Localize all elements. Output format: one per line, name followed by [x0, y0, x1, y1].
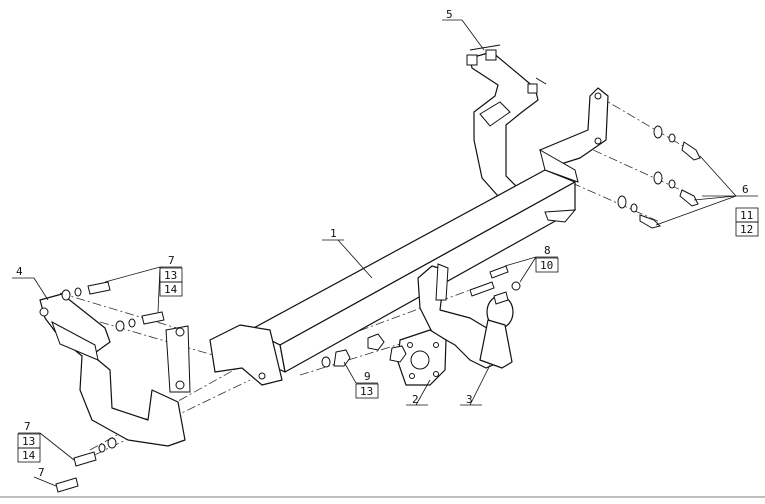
callout-11: 11: [740, 209, 753, 222]
callout-10: 10: [540, 259, 553, 272]
callout-3: 3: [466, 393, 473, 406]
callout-13-mid: 13: [360, 385, 373, 398]
callout-8: 8: [544, 244, 551, 257]
callout-7-lowest: 7: [38, 466, 45, 479]
callout-1: 1: [330, 227, 337, 240]
left-side-bracket: [39, 293, 283, 447]
callout-6: 6: [742, 183, 749, 196]
tow-ball-assembly: [397, 263, 514, 386]
callout-5: 5: [446, 8, 453, 21]
callout-13-bottom: 13: [22, 435, 35, 448]
callout-13-top: 13: [164, 269, 177, 282]
right-side-bracket: [466, 44, 609, 197]
callout-7-top: 7: [168, 254, 175, 267]
callout-14-top: 14: [164, 283, 178, 296]
callout-14-bottom: 14: [22, 449, 36, 462]
callout-7-bottom: 7: [24, 420, 31, 433]
callout-12: 12: [740, 223, 753, 236]
callout-9: 9: [364, 370, 371, 383]
callout-labels: 1 2 3 4 5 6 11 12 7 13 14 8 10 9 13 7 13…: [16, 8, 753, 479]
fasteners: [55, 125, 701, 493]
callout-2: 2: [412, 393, 419, 406]
callout-4: 4: [16, 265, 23, 278]
leader-lines: [12, 19, 759, 487]
